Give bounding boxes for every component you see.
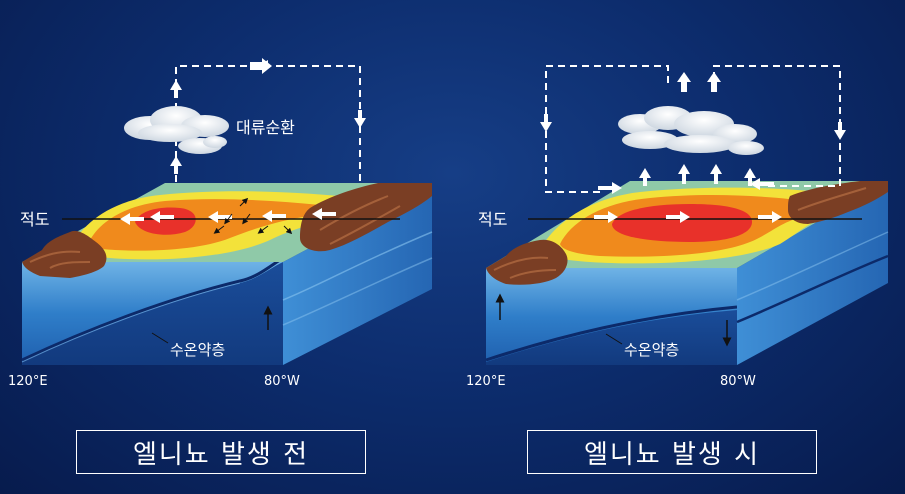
panel-before: 대류순환 적도 수온약층 120°E 80°W [8,58,433,389]
small-current-arrows [213,197,293,235]
sst-band-red [135,207,196,235]
cloud [618,106,764,155]
land-west [486,239,568,285]
rising-air-arrows [540,72,846,190]
deep-water-arrows [495,293,732,347]
longitude-east-label: 80°W [720,374,756,389]
westerly-wind-arrows [594,182,782,223]
longitude-west-label: 120°E [8,374,48,389]
equator-label: 적도 [478,210,507,229]
thermocline-line [21,256,284,362]
longitude-east-label: 80°W [264,374,300,389]
land-west [22,230,107,278]
caption-before: 엘니뇨 발생 전 [76,430,366,474]
thermocline-label: 수온약층 [624,341,679,359]
thermocline-line [485,305,738,362]
trade-wind-arrows [120,208,336,225]
ocean-side-face [283,183,432,365]
land-east [788,181,888,224]
longitude-west-label: 120°E [466,374,506,389]
sst-band-red [612,204,752,242]
equator-label: 적도 [20,210,49,229]
caption-during: 엘니뇨 발생 시 [527,430,817,474]
land-east [300,183,432,252]
convection-label: 대류순환 [236,118,295,137]
panel-during: 적도 수온약층 120°E 80°W [466,65,889,389]
circulation-arrows [170,58,366,174]
thermocline-label: 수온약층 [170,341,225,359]
deep-water-layer [22,262,283,365]
cloud [124,106,229,154]
ocean-side-face [737,181,888,365]
